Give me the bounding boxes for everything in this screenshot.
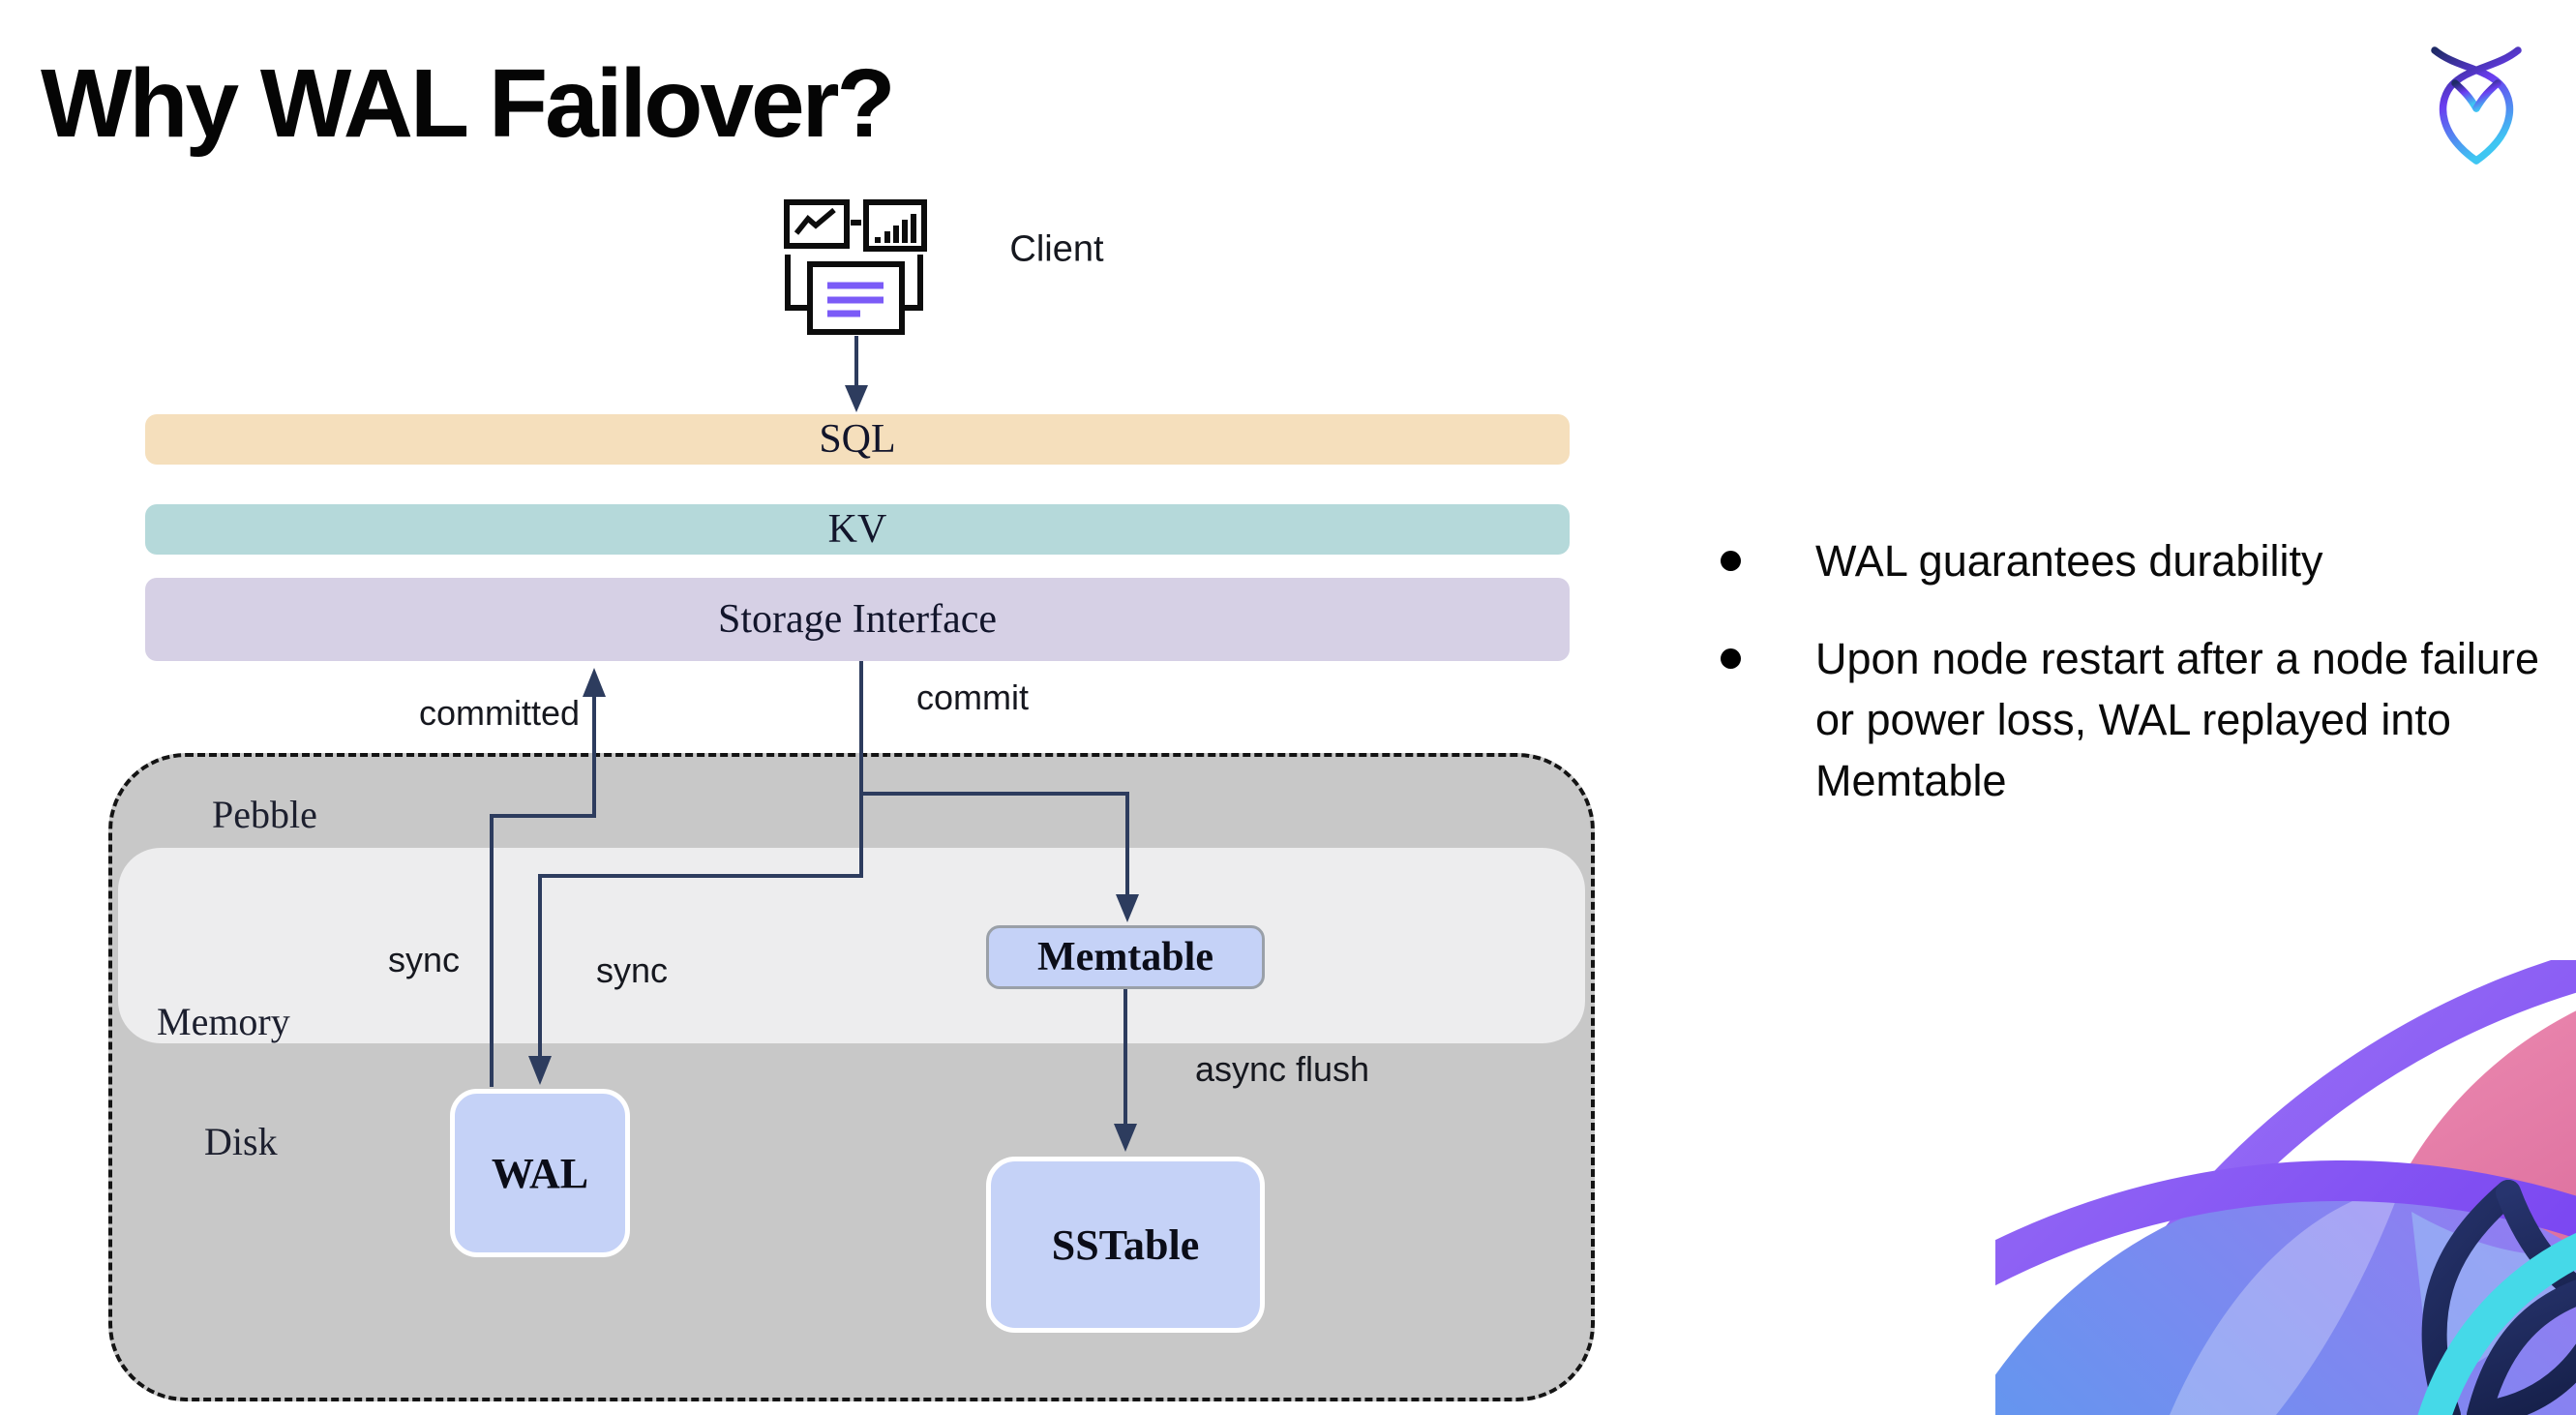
bullet-item: WAL guarantees durability [1711, 530, 2539, 591]
memtable-label: Memtable [1037, 935, 1213, 979]
sync-commit-arrow-label: sync [595, 950, 669, 990]
bullet-list: WAL guarantees durability Upon node rest… [1711, 530, 2539, 811]
wal-label: WAL [491, 1149, 589, 1197]
bullet-dot-icon [1721, 648, 1741, 669]
memory-label: Memory [157, 1000, 290, 1043]
storage-interface-label: Storage Interface [718, 597, 997, 642]
sstable-label: SSTable [1051, 1220, 1200, 1269]
commit-arrow-label: commit [916, 677, 1029, 717]
client-icon [784, 199, 927, 335]
bullet-text: Upon node restart after a node failure o… [1815, 634, 2539, 805]
bullet-item: Upon node restart after a node failure o… [1711, 628, 2539, 811]
committed-arrow-label: committed [418, 693, 581, 733]
memory-band [118, 848, 1585, 1043]
cockroachdb-logo-icon [2431, 46, 2522, 165]
sql-layer-bar: SQL [145, 414, 1570, 465]
client-label: Client [1009, 228, 1104, 270]
sync-wal-arrow-label: sync [387, 940, 461, 979]
bullet-dot-icon [1721, 551, 1741, 571]
wal-box: WAL [450, 1089, 630, 1257]
bullet-text: WAL guarantees durability [1815, 536, 2323, 586]
disk-label: Disk [204, 1120, 278, 1163]
brand-art [1995, 960, 2576, 1415]
page-title: Why WAL Failover? [41, 49, 896, 158]
storage-interface-bar: Storage Interface [145, 578, 1570, 661]
memtable-box: Memtable [986, 925, 1265, 989]
sstable-box: SSTable [986, 1157, 1265, 1333]
kv-layer-label: KV [827, 507, 887, 552]
sql-layer-label: SQL [819, 417, 896, 462]
pebble-label: Pebble [212, 793, 317, 836]
async-flush-arrow-label: async flush [1194, 1049, 1370, 1089]
kv-layer-bar: KV [145, 504, 1570, 555]
